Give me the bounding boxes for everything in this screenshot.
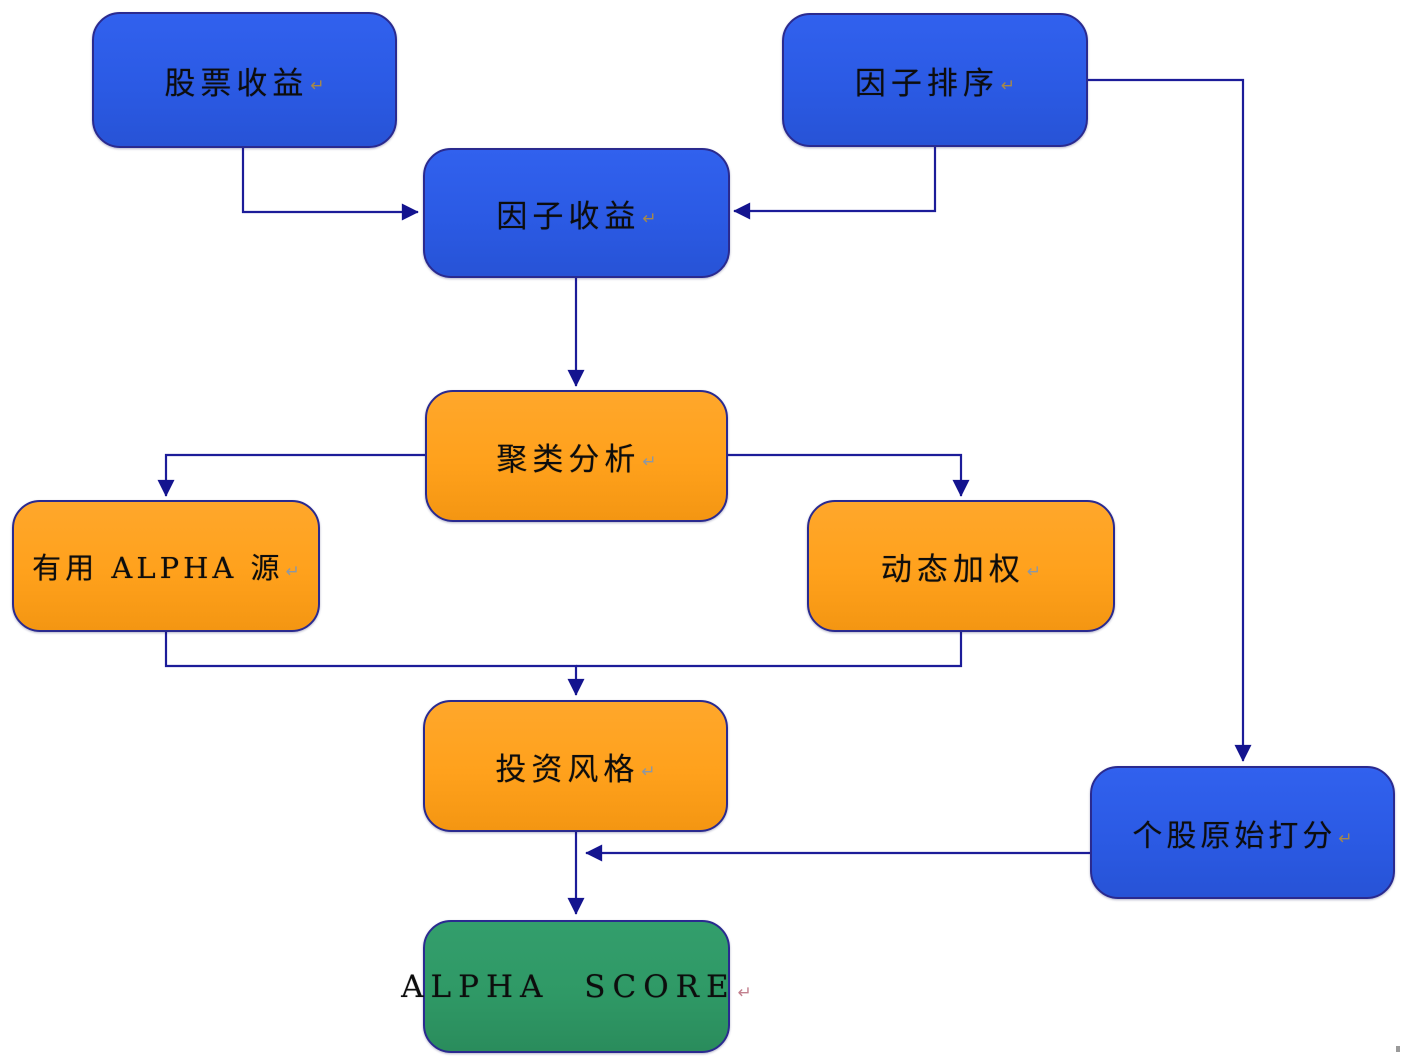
paragraph-return-mark: ↵	[1338, 828, 1353, 849]
edge-dynamic-weighting-join	[576, 632, 963, 668]
node-investment-style: 投资风格 ↵	[423, 700, 728, 832]
edge-cluster-analysis-to-useful-alpha-source	[157, 453, 425, 497]
paragraph-return-mark: ↵	[285, 562, 300, 582]
stray-mark	[1396, 1046, 1400, 1052]
paragraph-return-mark: ↵	[1000, 76, 1016, 96]
node-label: 因子收益	[496, 198, 641, 235]
paragraph-return-mark: ↵	[737, 982, 752, 1003]
node-stock-returns: 股票收益 ↵	[92, 12, 397, 148]
node-stock-raw-score: 个股原始打分 ↵	[1090, 766, 1395, 899]
paragraph-return-mark: ↵	[642, 452, 657, 472]
node-cluster-analysis: 聚类分析 ↵	[425, 390, 728, 522]
edge-cluster-analysis-to-dynamic-weighting	[728, 453, 970, 497]
edge-factor-ranking-to-factor-returns	[733, 146, 937, 220]
paragraph-return-mark: ↵	[641, 762, 656, 782]
edge-factor-ranking-to-stock-raw-score	[1088, 78, 1252, 762]
edge-stock-returns-to-factor-returns	[241, 146, 419, 221]
node-factor-ranking: 因子排序 ↵	[782, 13, 1088, 147]
edge-useful-alpha-source-to-investment-style	[164, 632, 585, 696]
node-useful-alpha-source: 有用 ALPHA 源 ↵	[12, 500, 320, 632]
node-label: 投资风格	[495, 751, 640, 788]
node-alpha-score: ALPHA SCORE ↵	[401, 920, 752, 1053]
paragraph-return-mark: ↵	[1026, 562, 1042, 582]
node-label: ALPHA SCORE	[401, 968, 736, 1005]
node-factor-returns: 因子收益 ↵	[423, 148, 730, 278]
node-label: 有用 ALPHA 源	[32, 551, 284, 585]
node-dynamic-weighting: 动态加权 ↵	[807, 500, 1115, 632]
paragraph-return-mark: ↵	[642, 209, 657, 229]
node-label: 因子排序	[854, 65, 999, 102]
node-label: 动态加权	[880, 551, 1025, 588]
node-label: 股票收益	[164, 65, 309, 102]
node-label: 个股原始打分	[1132, 818, 1337, 854]
paragraph-return-mark: ↵	[310, 76, 325, 96]
node-label: 聚类分析	[496, 441, 641, 478]
